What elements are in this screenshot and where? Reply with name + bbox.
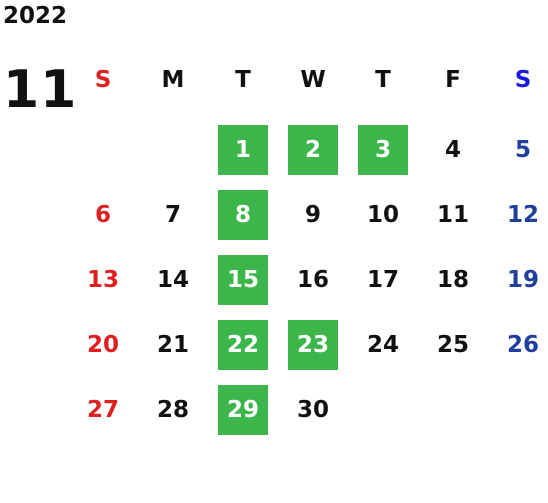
calendar-day-3[interactable]: 3 [358,125,408,175]
day-number: 12 [506,202,539,228]
calendar-day-2[interactable]: 2 [288,125,338,175]
month-number: 11 [3,60,78,120]
day-number: 11 [436,202,469,228]
day-number: 2 [304,137,321,163]
calendar-day-13[interactable]: 13 [78,255,128,305]
day-number: 27 [86,397,119,423]
weekday-header-monday: M [161,67,185,93]
calendar-day-4[interactable]: 4 [428,125,478,175]
day-number: 13 [86,267,119,293]
weekday-header-tuesday: T [235,67,251,93]
calendar-day-10[interactable]: 10 [358,190,408,240]
day-number: 3 [374,137,391,163]
day-number: 10 [366,202,399,228]
calendar-day-8[interactable]: 8 [218,190,268,240]
calendar-day-22[interactable]: 22 [218,320,268,370]
day-number: 5 [514,137,531,163]
day-number: 21 [156,332,189,358]
calendar-day-18[interactable]: 18 [428,255,478,305]
calendar-day-1[interactable]: 1 [218,125,268,175]
day-number: 1 [234,137,251,163]
calendar-day-7[interactable]: 7 [148,190,198,240]
weekday-header-thursday: T [375,67,391,93]
calendar-day-21[interactable]: 21 [148,320,198,370]
calendar-day-26[interactable]: 26 [498,320,548,370]
calendar-day-24[interactable]: 24 [358,320,408,370]
day-number: 23 [296,332,329,358]
calendar-day-25[interactable]: 25 [428,320,478,370]
day-number: 15 [226,267,259,293]
day-number: 25 [436,332,469,358]
calendar-day-30[interactable]: 30 [288,385,338,435]
calendar-day-16[interactable]: 16 [288,255,338,305]
day-number: 4 [444,137,461,163]
day-number: 28 [156,397,189,423]
day-number: 16 [296,267,329,293]
calendar-day-11[interactable]: 11 [428,190,478,240]
day-number: 6 [94,202,111,228]
weekday-header-friday: F [445,67,461,93]
day-number: 22 [226,332,259,358]
day-number: 7 [164,202,181,228]
day-number: 18 [436,267,469,293]
calendar-day-5[interactable]: 5 [498,125,548,175]
day-number: 29 [226,397,259,423]
calendar-day-6[interactable]: 6 [78,190,128,240]
day-number: 20 [86,332,119,358]
calendar-day-15[interactable]: 15 [218,255,268,305]
calendar-day-9[interactable]: 9 [288,190,338,240]
calendar-day-27[interactable]: 27 [78,385,128,435]
day-number: 30 [296,397,329,423]
calendar-day-19[interactable]: 19 [498,255,548,305]
calendar-day-28[interactable]: 28 [148,385,198,435]
calendar-day-23[interactable]: 23 [288,320,338,370]
calendar-day-14[interactable]: 14 [148,255,198,305]
day-number: 24 [366,332,399,358]
weekday-header-saturday: S [514,67,532,93]
day-number: 9 [304,202,321,228]
year-label: 2022 [3,3,68,29]
day-number: 14 [156,267,189,293]
day-number: 19 [506,267,539,293]
calendar-day-20[interactable]: 20 [78,320,128,370]
weekday-header-wednesday: W [300,67,326,93]
day-number: 26 [506,332,539,358]
calendar-day-29[interactable]: 29 [218,385,268,435]
weekday-header-sunday: S [94,67,112,93]
day-number: 8 [234,202,251,228]
calendar-day-17[interactable]: 17 [358,255,408,305]
calendar-day-12[interactable]: 12 [498,190,548,240]
day-number: 17 [366,267,399,293]
